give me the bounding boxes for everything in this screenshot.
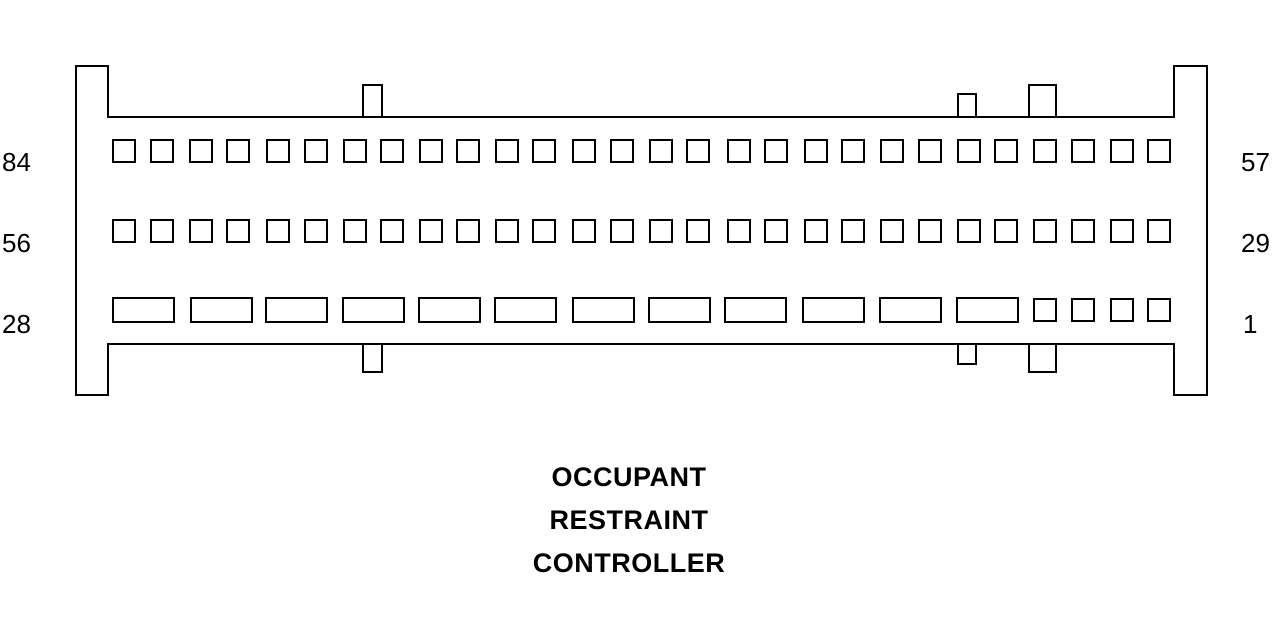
wide-pin-cavity [342, 297, 405, 323]
pin-cavity [572, 139, 596, 163]
pin-cavity [189, 219, 213, 243]
pin-cavity [304, 139, 328, 163]
pin-cavity [764, 219, 788, 243]
pin-cavity [380, 219, 404, 243]
pin-cavity [419, 219, 443, 243]
pin-cavity [150, 219, 174, 243]
wide-pin-cavity [879, 297, 942, 323]
pin-cavity [1110, 298, 1134, 322]
pin-cavity [804, 139, 828, 163]
pin-cavity [343, 139, 367, 163]
wide-pin-cavity [572, 297, 635, 323]
connector-name-line-1: OCCUPANT [551, 462, 707, 492]
pin-cavity [266, 219, 290, 243]
pin-cavity [804, 219, 828, 243]
wide-pin-cavity [190, 297, 253, 323]
pin-cavity [266, 139, 290, 163]
row1-right-pin-label: 57 [1241, 147, 1270, 177]
pin-cavity [112, 139, 136, 163]
pin-cavities [112, 139, 1171, 323]
bottom-key-tab [957, 343, 977, 365]
pin-cavity [189, 139, 213, 163]
pin-cavity [1147, 298, 1171, 322]
pin-cavity [1033, 298, 1057, 322]
pin-cavity [419, 139, 443, 163]
wide-pin-cavity [956, 297, 1019, 323]
pin-cavity [1110, 219, 1134, 243]
top-key-tab [362, 84, 383, 118]
pin-cavity [456, 219, 480, 243]
pin-cavity [532, 219, 556, 243]
top-key-tab [1028, 84, 1057, 118]
pin-cavity [841, 139, 865, 163]
pin-cavity [1110, 139, 1134, 163]
pin-cavity [1147, 219, 1171, 243]
wide-pin-cavity [112, 297, 175, 323]
pin-cavity [1071, 219, 1095, 243]
pin-cavity [880, 219, 904, 243]
wide-pin-cavity [418, 297, 481, 323]
row2-left-pin-label: 56 [2, 228, 31, 258]
wide-pin-cavity [648, 297, 711, 323]
pin-cavity [686, 219, 710, 243]
bottom-key-tab [1028, 343, 1057, 373]
top-key-tab [957, 93, 977, 118]
wide-pin-cavity [265, 297, 328, 323]
pin-cavity [495, 139, 519, 163]
pin-cavity [1147, 139, 1171, 163]
pin-cavity [727, 139, 751, 163]
pin-cavity [957, 139, 981, 163]
pin-cavity [226, 219, 250, 243]
pin-cavity [727, 219, 751, 243]
pin-cavity [610, 219, 634, 243]
pin-cavity [918, 139, 942, 163]
pin-cavity [1071, 298, 1095, 322]
wide-pin-cavity [494, 297, 557, 323]
pin-cavity [532, 139, 556, 163]
bottom-key-tab [362, 343, 383, 373]
pin-cavity [572, 219, 596, 243]
pin-cavity [495, 219, 519, 243]
pin-cavity [880, 139, 904, 163]
pin-cavity [610, 139, 634, 163]
pin-cavity [112, 219, 136, 243]
housing-outline [75, 65, 1208, 396]
pin-cavity [686, 139, 710, 163]
pin-cavity [841, 219, 865, 243]
pin-cavity [994, 219, 1018, 243]
pin-cavity [764, 139, 788, 163]
pin-cavity [649, 219, 673, 243]
pin-cavity [1033, 219, 1057, 243]
row3-right-pin-label: 1 [1243, 309, 1258, 339]
pin-cavity [150, 139, 174, 163]
pin-cavity [456, 139, 480, 163]
pin-cavity [226, 139, 250, 163]
connector-name-line-2: RESTRAINT [549, 505, 709, 535]
row1-left-pin-label: 84 [2, 147, 31, 177]
pin-cavity [304, 219, 328, 243]
pin-cavity [380, 139, 404, 163]
pin-cavity [649, 139, 673, 163]
wide-pin-cavity [802, 297, 865, 323]
connector-name-line-3: CONTROLLER [532, 548, 726, 578]
pin-cavity [957, 219, 981, 243]
wide-pin-cavity [724, 297, 787, 323]
pin-cavity [1071, 139, 1095, 163]
pin-cavity [918, 219, 942, 243]
pin-cavity [343, 219, 367, 243]
connector-housing [75, 65, 1208, 396]
pin-cavity [994, 139, 1018, 163]
row2-right-pin-label: 29 [1241, 228, 1270, 258]
pin-cavity [1033, 139, 1057, 163]
row3-left-pin-label: 28 [2, 309, 31, 339]
